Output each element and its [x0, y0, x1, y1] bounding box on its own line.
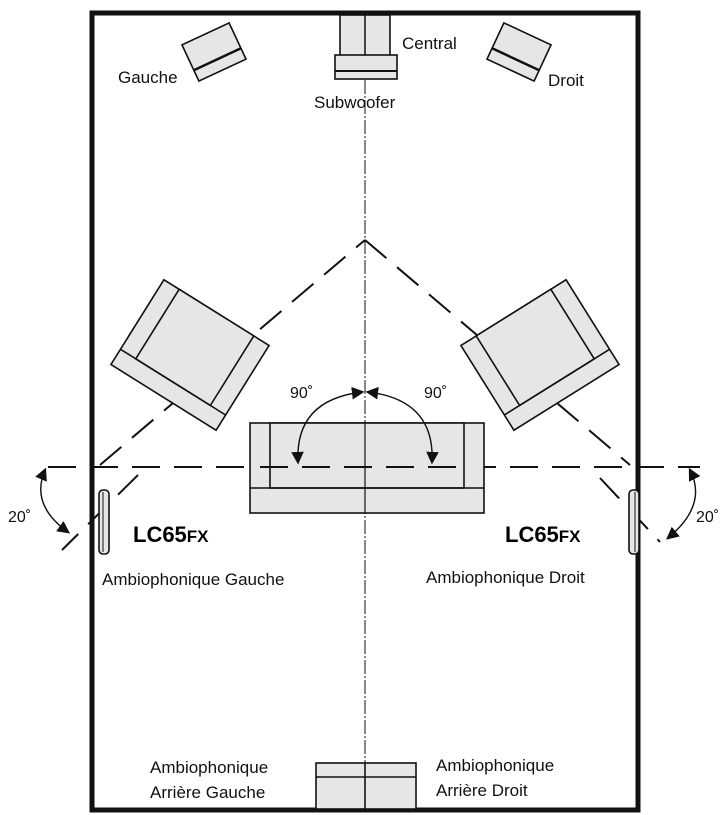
surround-left-label: Ambiophonique Gauche	[102, 570, 284, 589]
front-right-speaker-icon	[485, 21, 553, 83]
right-90-label: 90˚	[424, 385, 447, 402]
right-90-arc	[365, 386, 439, 465]
front-left-speaker-icon	[180, 21, 248, 83]
left-20-arc	[35, 467, 71, 534]
right-model-label: LC65FX	[505, 522, 581, 547]
center-label: Central	[402, 34, 457, 53]
right-armchair-icon	[459, 278, 621, 432]
surround-right-speaker-icon	[628, 489, 640, 555]
rear-right-label-line1: Ambiophonique	[436, 756, 554, 775]
rear-speakers-icon	[315, 762, 417, 810]
rear-left-label-line2: Arrière Gauche	[150, 783, 265, 802]
left-90-arc	[291, 386, 365, 465]
left-armchair-icon	[109, 278, 271, 432]
left-90-label: 90˚	[290, 385, 313, 402]
left-model-label: LC65FX	[133, 522, 209, 547]
front-left-label: Gauche	[118, 68, 178, 87]
subwoofer-icon	[334, 54, 398, 80]
surround-right-label: Ambiophonique Droit	[426, 568, 585, 587]
right-20-label: 20˚	[696, 509, 719, 526]
right-20-arc	[666, 467, 701, 540]
rear-right-label-line2: Arrière Droit	[436, 781, 528, 800]
left-20-label: 20˚	[8, 509, 31, 526]
surround-left-speaker-icon	[98, 489, 110, 555]
center-speaker-icon	[339, 14, 391, 58]
subwoofer-label: Subwoofer	[314, 93, 396, 112]
front-right-label: Droit	[548, 71, 584, 90]
room-outline	[89, 10, 641, 813]
rear-left-label-line1: Ambiophonique	[150, 758, 268, 777]
